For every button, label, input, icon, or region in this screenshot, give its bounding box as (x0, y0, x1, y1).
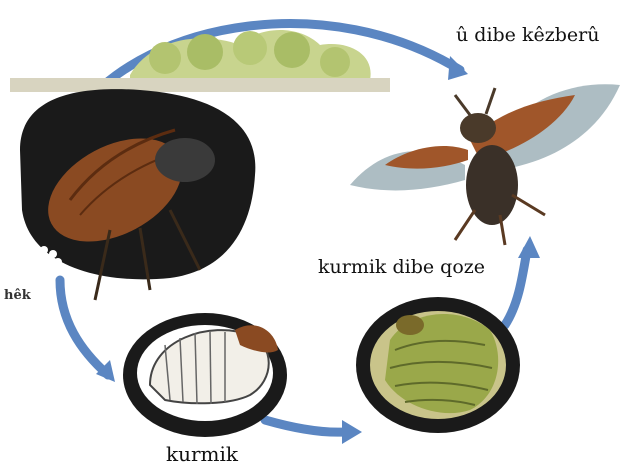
flying-beetle (350, 84, 620, 245)
label-pupa-stage: kurmik dibe qoze (318, 258, 485, 277)
label-adult-beetle: û dibe kêzberû (456, 26, 599, 45)
arrow-head-top (448, 56, 468, 80)
arrow-bottom (265, 420, 345, 432)
pupa-chamber (356, 297, 520, 433)
label-egg-stage: hêk (4, 289, 31, 302)
label-larva-stage: kurmik (166, 444, 238, 464)
foliage (10, 30, 390, 92)
arrow-head-bottom (342, 420, 362, 444)
larva-chamber (123, 313, 287, 437)
arrow-right-up (505, 250, 527, 325)
arrow-head-right (518, 236, 540, 258)
arrow-left-arc (60, 280, 108, 375)
